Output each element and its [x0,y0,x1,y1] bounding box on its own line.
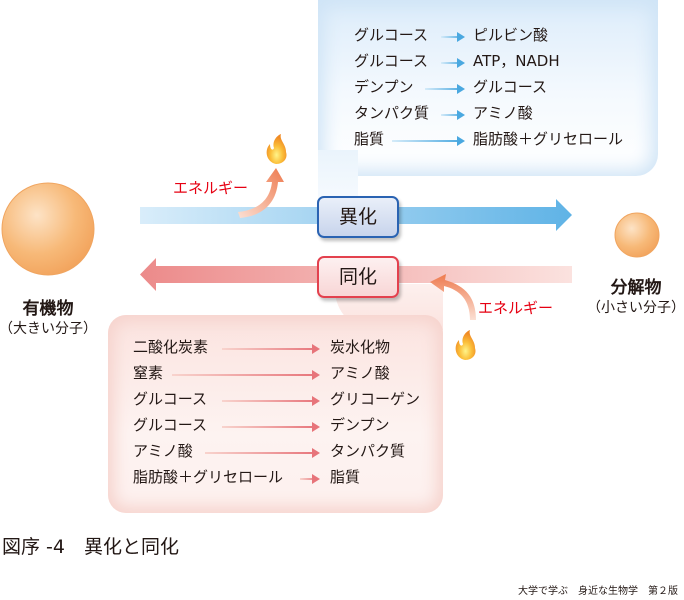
catabolism-panel [318,0,658,170]
reaction-arrow [222,396,320,406]
reaction-from: グルコース [354,52,428,70]
reaction-to: デンプン [330,416,390,434]
catabolism-label-box: 異化 [317,196,399,238]
organic-molecule-sphere [1,182,95,276]
reaction-to: グリコーゲン [330,390,421,408]
reaction-to: ATP，NADH [473,52,560,70]
organic-subtitle: （大きい分子） [0,321,97,337]
decomposed-title: 分解物 [610,278,662,298]
energy-release-arrow [238,168,284,218]
energy-input-label: エネルギー [478,299,554,317]
energy-release-label: エネルギー [173,179,249,197]
reaction-from: タンパク質 [354,104,430,122]
reaction-to: 脂質 [330,468,361,486]
reaction-to: タンパク質 [330,442,406,460]
organic-title: 有機物 [22,299,74,319]
flame-icon [266,134,287,164]
reaction-from: 脂質 [354,130,385,148]
reaction-from: グルコース [133,416,207,434]
reaction-from: グルコース [133,390,207,408]
reaction-from: 脂肪酸＋グリセロール [133,468,284,486]
reaction-to: ピルビン酸 [473,26,549,44]
reaction-to: 炭水化物 [330,338,391,356]
reaction-arrow [222,344,320,354]
figure-caption: 図序 -4 異化と同化 [2,536,179,558]
reaction-from: グルコース [354,26,428,44]
reaction-arrow [425,84,465,94]
reaction-arrow [300,474,320,484]
reaction-arrow [222,422,320,432]
reaction-arrow [205,448,320,458]
reaction-arrow [392,136,465,146]
reaction-from: アミノ酸 [133,442,193,460]
reaction-arrow [441,110,465,120]
catabolism-panel-tail [318,150,358,200]
decomposed-molecule-sphere [614,212,660,258]
reaction-to: アミノ酸 [473,104,533,122]
book-footer: 大学で学ぶ 身近な生物学 第２版 [518,586,678,597]
reaction-arrow [172,370,320,380]
reaction-to: 脂肪酸＋グリセロール [473,130,624,148]
decomposed-subtitle: （小さい分子） [587,300,684,316]
reaction-from: 二酸化炭素 [133,338,209,356]
reaction-to: グルコース [473,78,547,96]
reaction-arrow [441,32,465,42]
anabolism-label-box: 同化 [317,256,399,298]
reaction-to: アミノ酸 [330,364,390,382]
reaction-from: デンプン [354,78,414,96]
flame-icon [455,330,476,360]
energy-input-arrow [430,274,476,320]
reaction-arrow [441,58,465,68]
reaction-from: 窒素 [133,364,164,382]
